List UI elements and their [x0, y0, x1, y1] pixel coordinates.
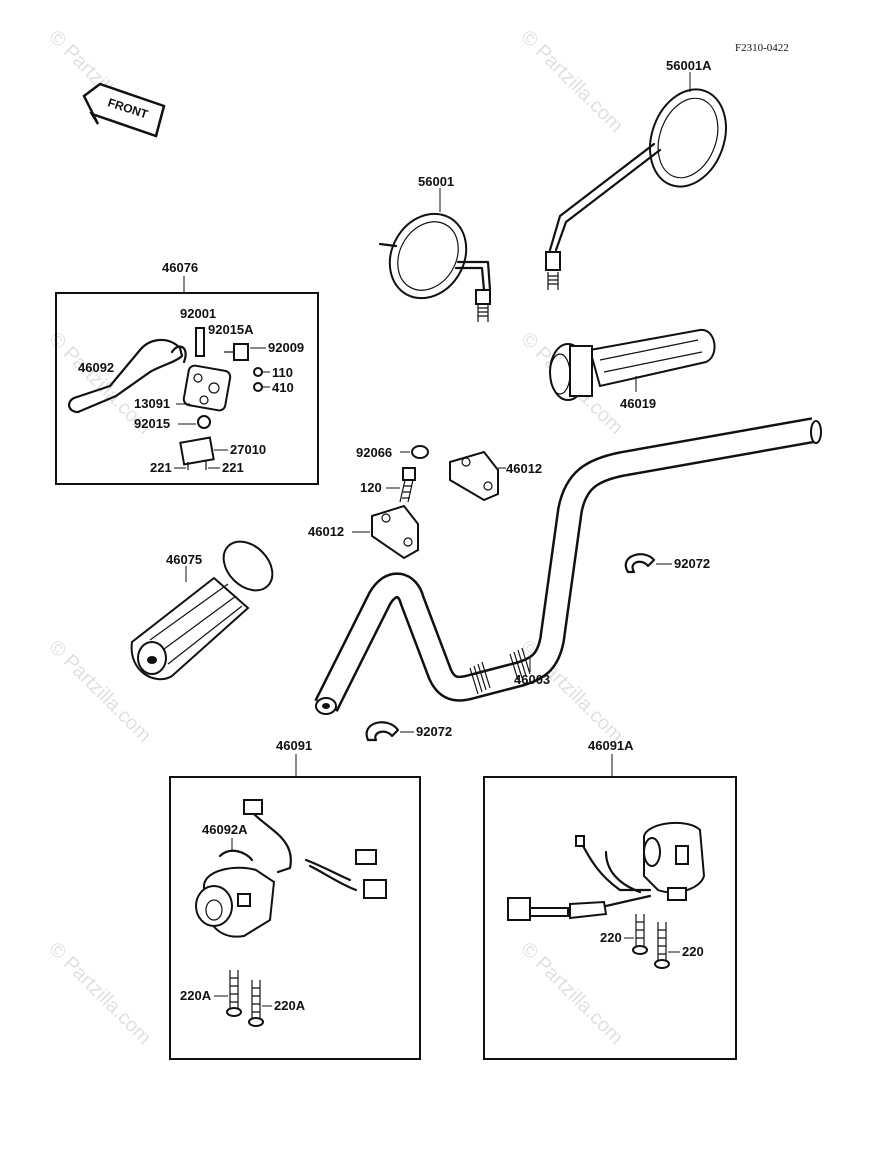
holder-lower-part	[371, 504, 419, 560]
clip-lower-part	[365, 721, 400, 742]
label-56001A: 56001A	[666, 58, 712, 73]
label-46091: 46091	[276, 738, 312, 753]
right-switch-box	[483, 776, 737, 1060]
label-46012-lower: 46012	[308, 524, 344, 539]
throttle-grip-part	[549, 328, 716, 401]
nut-92066-part	[411, 445, 429, 459]
label-46003: 46003	[514, 672, 550, 687]
watermark-text: © Partzilla.com	[516, 938, 627, 1049]
label-410: 410	[272, 380, 294, 395]
label-46092: 46092	[78, 360, 114, 375]
label-46091A: 46091A	[588, 738, 634, 753]
clutch-lever-part	[68, 327, 263, 470]
label-221-right: 221	[222, 460, 244, 475]
label-46012-upper: 46012	[506, 461, 542, 476]
label-92009: 92009	[268, 340, 304, 355]
front-arrow-icon: FRONT	[82, 82, 166, 138]
label-46076: 46076	[162, 260, 198, 275]
label-220A-right: 220A	[274, 998, 306, 1013]
label-92015A: 92015A	[208, 322, 254, 337]
label-92001: 92001	[180, 306, 216, 321]
label-46019: 46019	[620, 396, 656, 411]
label-220-right: 220	[682, 944, 704, 959]
label-220A-left: 220A	[180, 988, 212, 1003]
label-92072-lower: 92072	[416, 724, 452, 739]
label-92066: 92066	[356, 445, 392, 460]
watermark-text: © Partzilla.com	[516, 636, 627, 747]
label-110: 110	[272, 365, 293, 380]
mirror-left-part	[378, 212, 492, 322]
watermark-text: © Partzilla.com	[44, 938, 155, 1049]
watermark-text: © Partzilla.com	[516, 26, 627, 137]
label-92072-upper: 92072	[674, 556, 710, 571]
label-13091: 13091	[134, 396, 170, 411]
right-switch-part	[507, 821, 706, 969]
clip-upper-part	[624, 553, 656, 574]
left-switch-box	[169, 776, 421, 1060]
handlebar-part	[314, 417, 822, 715]
left-grip-part	[130, 540, 274, 681]
label-46075: 46075	[166, 552, 202, 567]
holder-upper-part	[449, 450, 499, 502]
label-56001: 56001	[418, 174, 454, 189]
label-92015: 92015	[134, 416, 170, 431]
label-46092A: 46092A	[202, 822, 248, 837]
mirror-right-part	[545, 88, 727, 290]
lever-assembly-box	[55, 292, 319, 485]
label-120: 120	[360, 480, 382, 495]
label-221-left: 221	[150, 460, 172, 475]
label-27010: 27010	[230, 442, 266, 457]
diagram-code: F2310-0422	[735, 42, 789, 54]
bolt-120-part	[399, 467, 416, 503]
left-switch-part	[195, 799, 387, 1027]
label-220-left: 220	[600, 930, 622, 945]
